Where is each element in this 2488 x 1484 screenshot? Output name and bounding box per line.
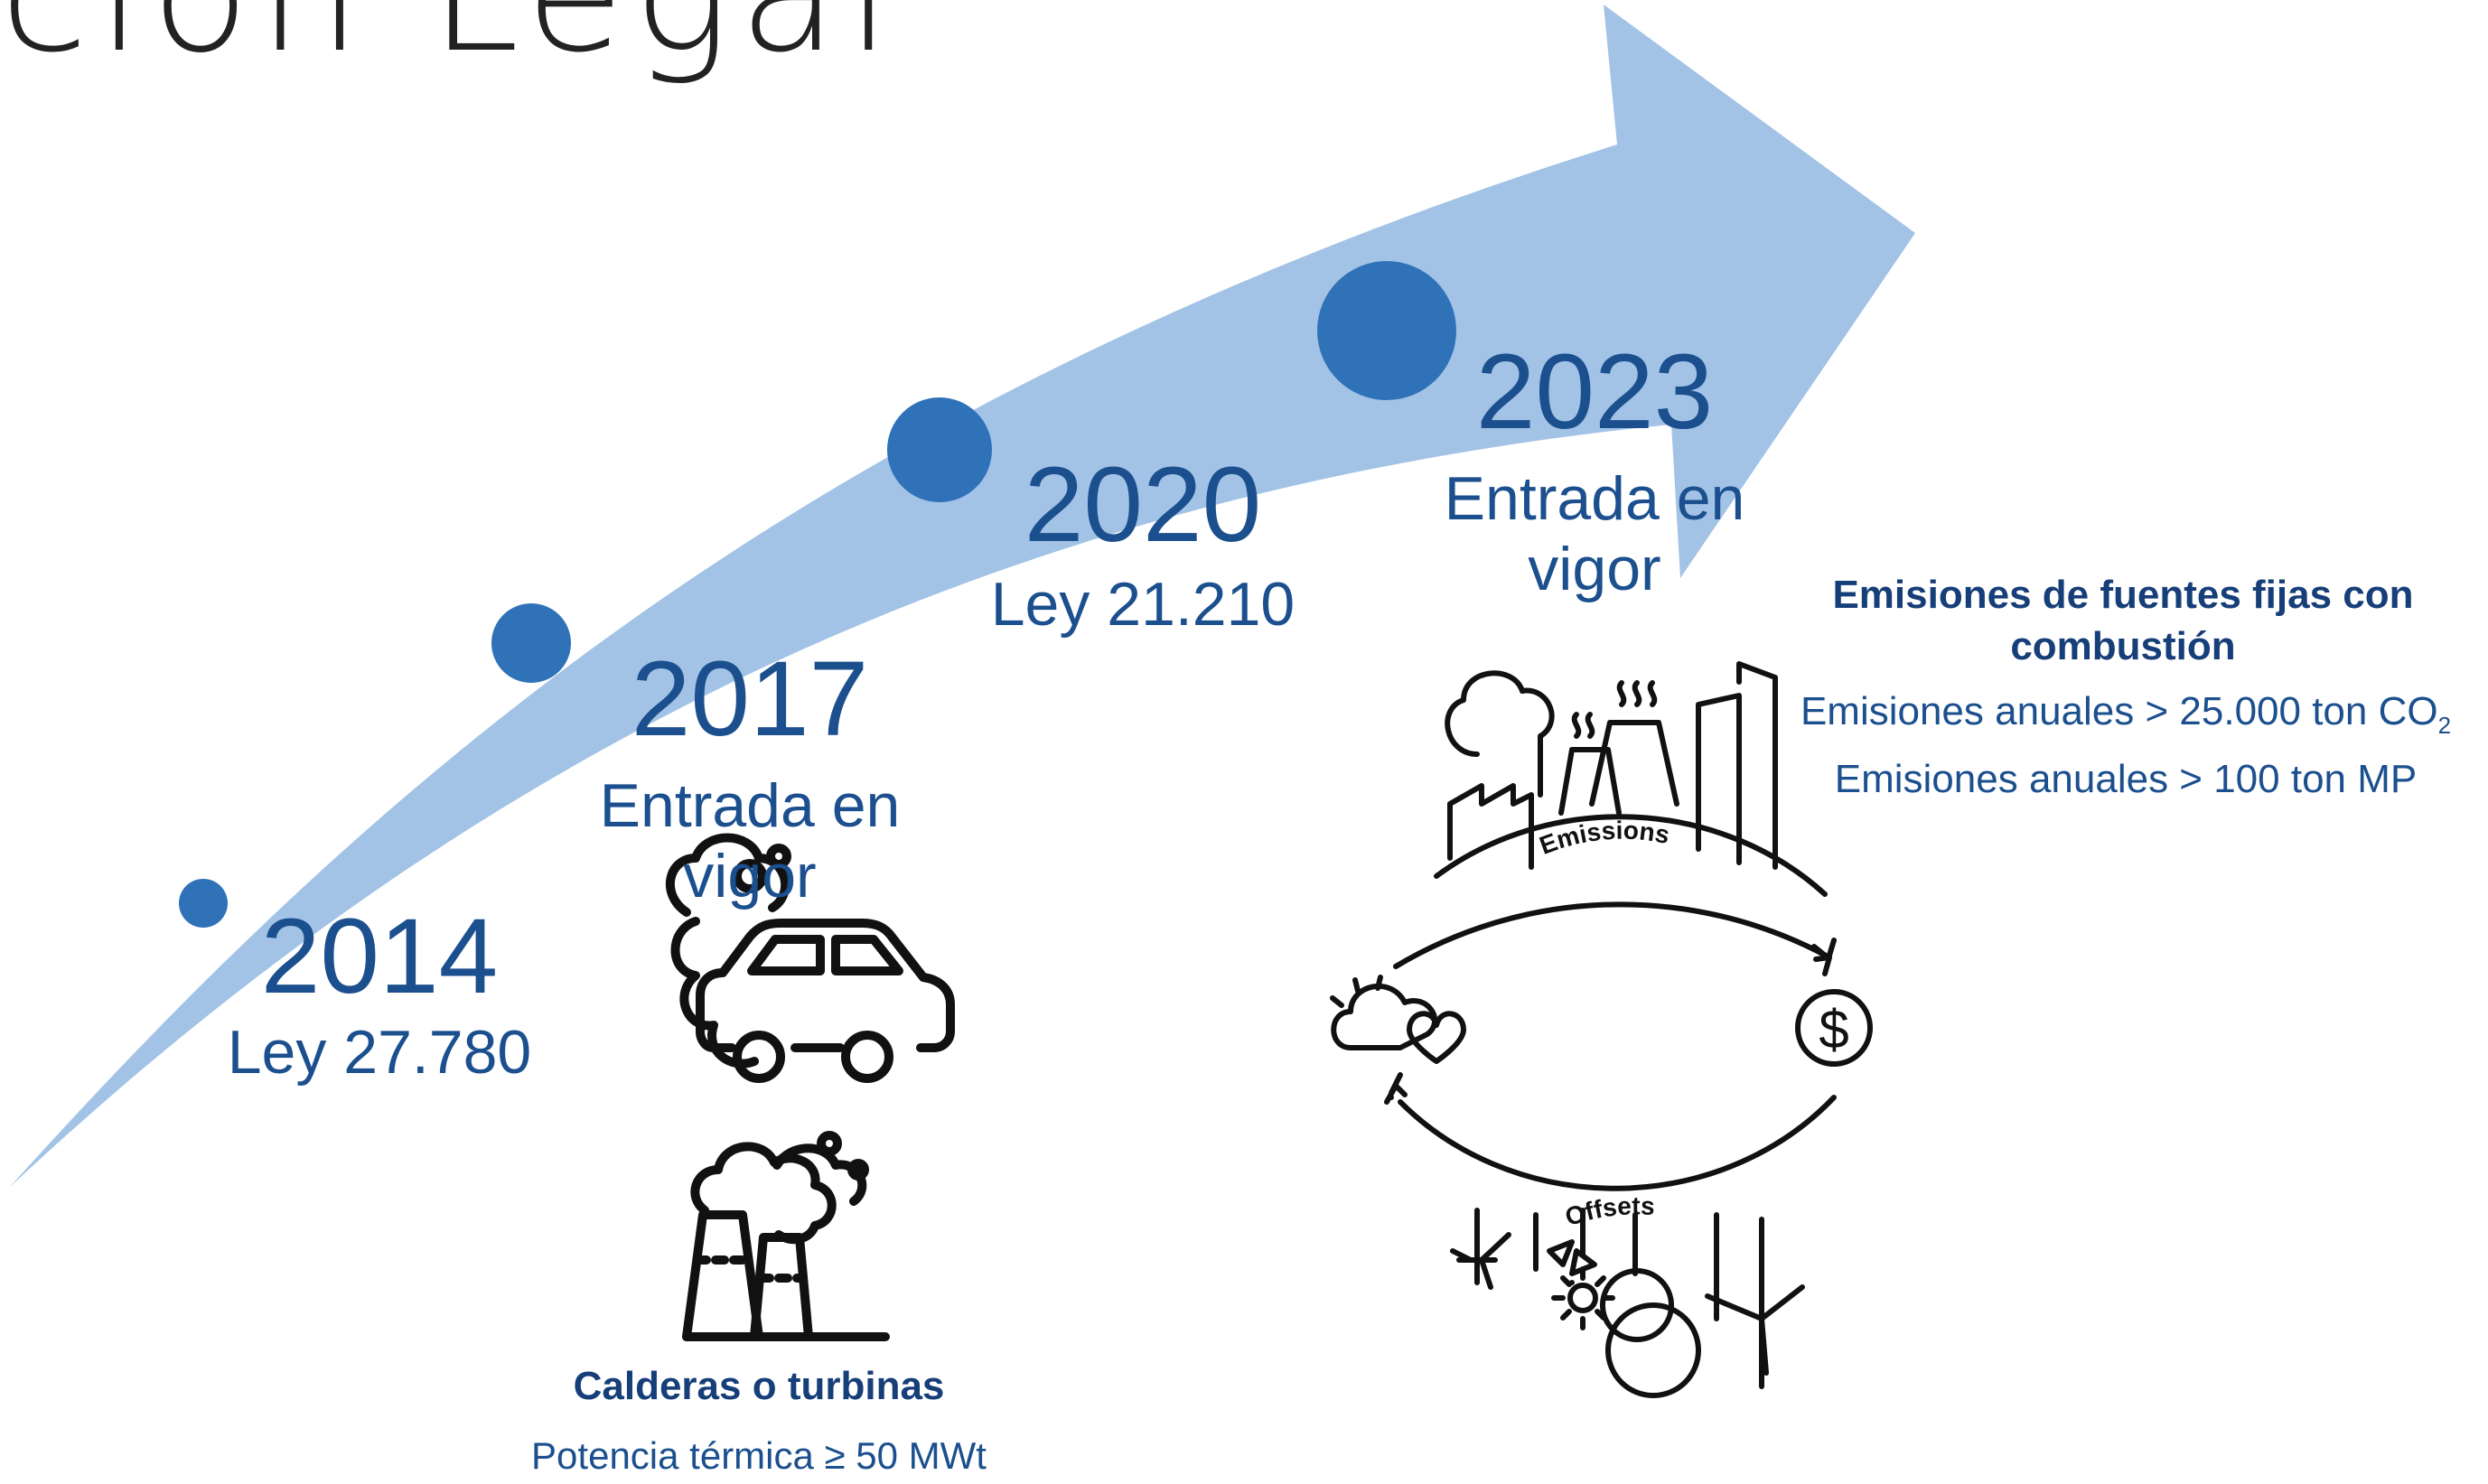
milestone-year: 2017 — [631, 639, 869, 759]
milestone-year: 2020 — [1024, 445, 1262, 565]
co2-subscript: 2 — [2437, 711, 2452, 739]
svg-text:Offsets: Offsets — [1562, 1191, 1656, 1231]
emissions-detail-co2-text: Emisiones anuales > 25.000 ton CO — [1800, 689, 2438, 733]
milestone-2014: 2014 Ley 27.780 — [194, 903, 565, 1087]
car-exhaust-icon — [666, 833, 955, 1083]
boilers-heading: Calderas o turbinas — [573, 1364, 945, 1408]
milestone-subtitle: Entrada en vigor — [1444, 464, 1745, 604]
emissions-cycle-diagram — [1384, 661, 1837, 1398]
dollar-icon: $ — [1795, 989, 1873, 1067]
boilers-detail: Potencia térmica ≥ 50 MWt — [531, 1434, 987, 1477]
milestone-2020: 2020 Ley 21.210 — [976, 452, 1310, 639]
timeline-dot-2020 — [887, 397, 992, 502]
milestone-year: 2023 — [1475, 332, 1714, 452]
timeline-dot-2014 — [179, 879, 228, 928]
milestone-subtitle: Entrada en vigor — [599, 771, 901, 911]
timeline-dot-2023 — [1317, 261, 1456, 400]
cycle-offsets-label: Offsets — [1562, 1191, 1656, 1231]
dollar-symbol: $ — [1819, 999, 1848, 1059]
emissions-heading: Emisiones de fuentes fijas con combustió… — [1832, 573, 2414, 669]
cloud-heart-icon — [1330, 975, 1466, 1064]
milestone-2023: 2023 Entrada en vigor — [1436, 339, 1753, 604]
emissions-detail-co2: Emisiones anuales > 25.000 ton CO2 — [1769, 689, 2483, 740]
page-title: ción Legal — [0, 0, 901, 88]
milestone-year: 2014 — [260, 897, 499, 1016]
milestone-2017: 2017 Entrada en vigor — [578, 646, 921, 911]
timeline-dot-2017 — [491, 603, 571, 683]
factory-chimneys-icon — [682, 1131, 890, 1341]
milestone-subtitle: Ley 21.210 — [990, 570, 1295, 639]
emissions-detail-mp: Emisiones anuales > 100 ton MP — [1834, 757, 2418, 801]
milestone-subtitle: Ley 27.780 — [227, 1018, 532, 1087]
